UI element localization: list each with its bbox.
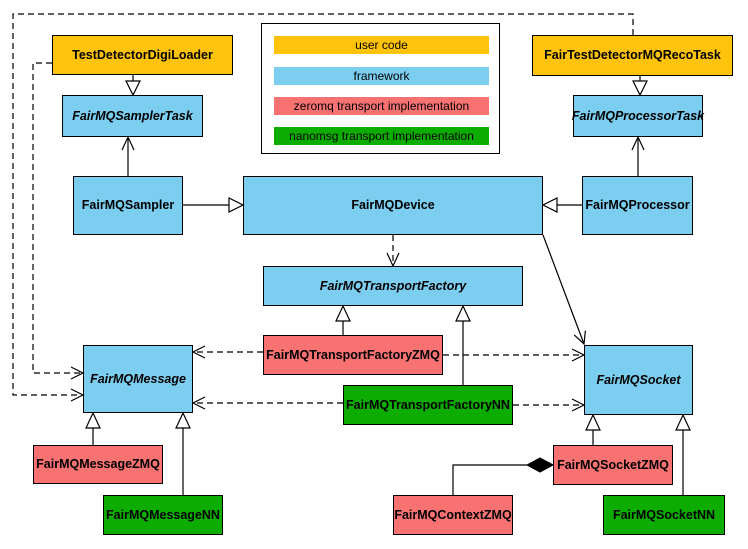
class-box-fairmqtransportfactory: FairMQTransportFactory bbox=[263, 266, 523, 306]
class-label: FairMQProcessor bbox=[585, 198, 690, 213]
class-label: FairMQContextZMQ bbox=[394, 507, 512, 522]
class-label: FairMQSocketNN bbox=[612, 507, 716, 522]
class-label: FairMQSamplerTask bbox=[72, 108, 193, 123]
edge-inheritance-testdetectordigiloader-fairmqsamplertask bbox=[125, 75, 141, 97]
class-box-fairmqprocessor: FairMQProcessor bbox=[582, 176, 693, 235]
legend-label: nanomsg transport implementation bbox=[289, 129, 474, 143]
class-label: FairMQMessageNN bbox=[106, 507, 220, 522]
class-box-fairmqdevice: FairMQDevice bbox=[243, 176, 543, 235]
edge-inheritance-fairmqsampler-fairmqdevice bbox=[183, 197, 245, 213]
class-box-fairmqcontextzmq: FairMQContextZMQ bbox=[393, 495, 513, 535]
edge-inheritance-fairmqmessagezmq-fairmqmessage bbox=[85, 411, 101, 445]
class-box-fairmqsampler: FairMQSampler bbox=[73, 176, 183, 235]
class-label: FairMQDevice bbox=[351, 198, 435, 213]
edge-dependency-fairmqtransportfactorynn-fairmqsocket bbox=[513, 398, 586, 412]
class-box-fairmqprocessortask: FairMQProcessorTask bbox=[571, 95, 705, 137]
class-box-fairmqmessagezmq: FairMQMessageZMQ bbox=[33, 445, 163, 484]
edge-inheritance-fairmqtransportfactorynn-fairmqtransportfactory bbox=[455, 304, 471, 385]
class-label: FairMQTransportFactory bbox=[319, 278, 467, 293]
class-box-fairmqsocketzmq: FairMQSocketZMQ bbox=[553, 445, 673, 485]
class-box-fairmqtransportfactorynn: FairMQTransportFactoryNN bbox=[343, 385, 513, 425]
class-box-fairmqsamplertask: FairMQSamplerTask bbox=[62, 95, 203, 137]
legend-item-user-code: user code bbox=[274, 36, 489, 54]
edge-dependency-fairmqtransportfactorynn-fairmqmessage bbox=[191, 396, 343, 410]
class-label: FairMQMessageZMQ bbox=[36, 457, 160, 472]
edge-inheritance-fairmqtransportfactoryzmq-fairmqtransportfactory bbox=[335, 304, 351, 335]
class-label: FairMQTransportFactoryZMQ bbox=[266, 347, 440, 362]
class-label: FairMQSocket bbox=[596, 372, 681, 387]
edge-inheritance-fairmqsocketzmq-fairmqsocket bbox=[585, 413, 601, 445]
edge-composition-fairmqsocketzmq-fairmqcontextzmq bbox=[452, 457, 555, 495]
edge-association-fairmqprocessor-fairmqprocessortask bbox=[631, 135, 645, 176]
class-box-fairtestdetectormqrecotask: FairTestDetectorMQRecoTask bbox=[532, 35, 733, 76]
legend: user code framework zeromq transport imp… bbox=[261, 23, 500, 154]
class-label: FairTestDetectorMQRecoTask bbox=[544, 48, 721, 63]
class-box-fairmqsocketnn: FairMQSocketNN bbox=[603, 495, 725, 535]
class-label: FairMQSampler bbox=[81, 198, 175, 213]
legend-label: zeromq transport implementation bbox=[293, 99, 470, 113]
edge-inheritance-fairmqprocessor-fairmqdevice bbox=[541, 197, 582, 213]
class-label: FairMQSocketZMQ bbox=[557, 457, 669, 472]
edge-dependency-fairmqtransportfactoryzmq-fairmqmessage bbox=[191, 345, 263, 359]
class-box-fairmqmessage: FairMQMessage bbox=[83, 345, 193, 413]
legend-label: framework bbox=[353, 69, 410, 83]
legend-item-framework: framework bbox=[274, 67, 489, 85]
edge-inheritance-fairmqmessagenn-fairmqmessage bbox=[175, 411, 191, 495]
class-label: FairMQProcessorTask bbox=[571, 108, 705, 123]
legend-item-zeromq: zeromq transport implementation bbox=[274, 97, 489, 115]
edge-association-fairmqdevice-fairmqsocket bbox=[542, 234, 586, 346]
class-box-fairmqsocket: FairMQSocket bbox=[584, 345, 693, 415]
edge-inheritance-fairtestdetectormqrecotask-fairmqprocessortask bbox=[632, 76, 648, 97]
edge-dependency-fairmqdevice-fairmqtransportfactory bbox=[386, 235, 400, 268]
edge-association-fairmqsampler-fairmqsamplertask bbox=[121, 135, 135, 176]
edge-inheritance-fairmqsocketnn-fairmqsocket bbox=[675, 413, 691, 495]
class-label: TestDetectorDigiLoader bbox=[72, 47, 213, 62]
class-box-fairmqmessagenn: FairMQMessageNN bbox=[103, 495, 223, 535]
class-label: FairMQTransportFactoryNN bbox=[346, 397, 510, 412]
edge-dependency-fairmqtransportfactoryzmq-fairmqsocket bbox=[443, 348, 586, 362]
class-box-testdetectordigiloader: TestDetectorDigiLoader bbox=[52, 35, 233, 75]
class-label: FairMQMessage bbox=[90, 371, 186, 386]
legend-item-nanomsg: nanomsg transport implementation bbox=[274, 127, 489, 145]
class-box-fairmqtransportfactoryzmq: FairMQTransportFactoryZMQ bbox=[263, 335, 443, 375]
legend-label: user code bbox=[355, 38, 408, 52]
